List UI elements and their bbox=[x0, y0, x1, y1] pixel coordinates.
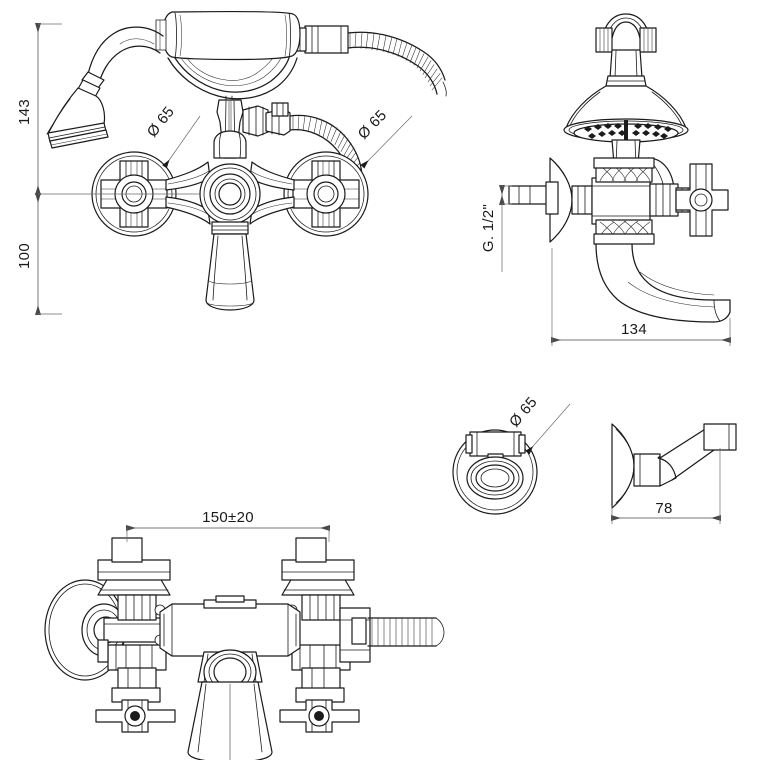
dimension-143: 143 bbox=[16, 23, 62, 195]
side-shower-head bbox=[563, 13, 689, 165]
top-valve-left bbox=[95, 537, 176, 733]
top-mixer-barrel bbox=[159, 595, 301, 657]
top-hose-stub bbox=[367, 617, 445, 647]
top-view: 150±20 bbox=[44, 509, 445, 760]
front-view: 143 100 Ø 65 Ø 65 bbox=[16, 10, 447, 315]
handle-right bbox=[283, 151, 369, 237]
side-wall-flange bbox=[508, 157, 593, 243]
mixer-riser bbox=[213, 99, 247, 159]
dimension-thread: G. 1/2" bbox=[480, 185, 512, 272]
mixer-central-hub bbox=[199, 163, 261, 225]
dimension-label-143: 143 bbox=[16, 99, 33, 125]
dimension-label-100: 100 bbox=[16, 243, 33, 269]
dimension-134: 134 bbox=[551, 248, 731, 346]
hose-connector-upper bbox=[295, 25, 349, 54]
dimension-100: 100 bbox=[16, 193, 200, 315]
dimension-label-134: 134 bbox=[621, 321, 647, 338]
dimension-label-78: 78 bbox=[655, 500, 672, 517]
side-spout bbox=[595, 243, 731, 323]
bracket-side-view: 78 bbox=[611, 423, 737, 524]
spout-front bbox=[205, 221, 255, 311]
handshower-arm bbox=[87, 26, 164, 87]
side-valve-body bbox=[591, 157, 705, 245]
handshower-cradle bbox=[167, 57, 298, 105]
handshower-handle bbox=[155, 10, 301, 61]
side-cross-handle bbox=[675, 163, 729, 237]
diverter-outlet bbox=[242, 102, 291, 137]
shower-hose-upper bbox=[347, 31, 447, 97]
handshower-head bbox=[46, 71, 109, 149]
dimension-label-thread: G. 1/2" bbox=[480, 204, 497, 252]
dimension-78: 78 bbox=[611, 448, 721, 524]
side-view: G. 1/2" 134 bbox=[480, 13, 731, 346]
top-spout bbox=[187, 649, 273, 760]
dimension-label-150: 150±20 bbox=[202, 509, 254, 526]
bracket-front-view: Ø 65 bbox=[452, 394, 571, 515]
spray-face-nozzles bbox=[584, 120, 672, 144]
dimension-150: 150±20 bbox=[126, 509, 330, 542]
top-valve-right bbox=[279, 537, 371, 733]
